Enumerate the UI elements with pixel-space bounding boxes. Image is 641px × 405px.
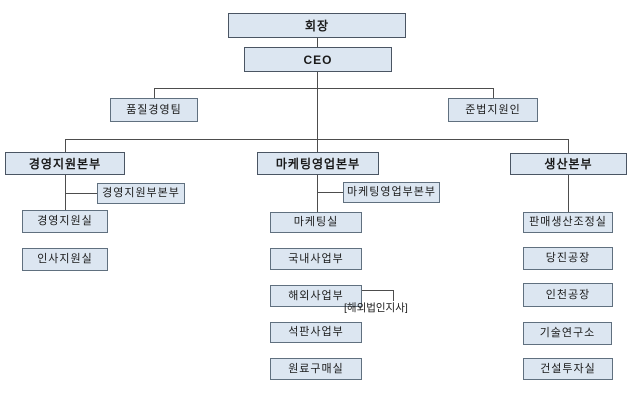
org-node-domestic-business-dept-label: 국내사업부: [288, 252, 344, 265]
org-node-mgmt-support-deputy-div: 경영지원부본부: [97, 183, 185, 204]
org-node-overseas-business-dept-label: 해외사업부: [288, 289, 344, 302]
org-node-quality-mgmt-team-label: 품질경영팀: [126, 103, 182, 116]
org-node-dangjin-plant: 당진공장: [523, 247, 613, 270]
connector-branch-marketing-deputy: [317, 192, 343, 193]
connector-ceo-trunk: [317, 72, 318, 152]
org-node-overseas-business-dept: 해외사업부: [270, 285, 362, 307]
org-node-raw-material-purchasing-office-label: 원료구매실: [288, 362, 344, 375]
connector-overseas-elbow-v: [393, 290, 394, 301]
org-node-ceo: CEO: [244, 47, 392, 72]
org-node-raw-material-purchasing-office: 원료구매실: [270, 358, 362, 380]
org-node-marketing-sales-deputy-div-label: 마케팅영업부본부: [347, 186, 436, 198]
connector-branch-mgmt-deputy: [65, 193, 97, 194]
connector-overseas-elbow-h: [362, 290, 393, 291]
connector-production-div-down: [568, 175, 569, 212]
org-node-marketing-sales-deputy-div: 마케팅영업부본부: [343, 182, 440, 203]
org-node-quality-mgmt-team: 품질경영팀: [110, 98, 198, 122]
org-node-construction-investment-office-label: 건설투자실: [540, 362, 596, 375]
org-node-sales-production-coord-office: 판매생산조정실: [523, 212, 613, 233]
org-node-production-div: 생산본부: [510, 153, 627, 175]
org-node-tech-research-institute-label: 기술연구소: [539, 327, 596, 339]
connector-drop-compliance: [493, 88, 494, 98]
connector-mgmt-div-down: [65, 175, 66, 210]
org-node-incheon-plant-label: 인천공장: [545, 288, 591, 301]
org-node-dangjin-plant-label: 당진공장: [545, 252, 591, 264]
connector-marketing-div-down: [317, 175, 318, 212]
org-node-incheon-plant: 인천공장: [523, 283, 613, 307]
org-node-mgmt-support-div-label: 경영지원본부: [28, 156, 102, 171]
org-node-compliance-officer: 준법지원인: [448, 98, 538, 122]
org-node-compliance-officer-label: 준법지원인: [465, 103, 521, 116]
org-node-chairman: 회장: [228, 13, 406, 38]
org-node-mgmt-support-office-label: 경영지원실: [37, 215, 93, 227]
org-node-hr-support-office-label: 인사지원실: [37, 253, 93, 265]
org-node-chairman-label: 회장: [304, 18, 330, 33]
org-node-mgmt-support-office: 경영지원실: [22, 210, 108, 233]
org-node-production-div-label: 생산본부: [544, 157, 593, 171]
org-node-marketing-sales-div: 마케팅영업본부: [257, 152, 379, 175]
org-node-sales-production-coord-office-label: 판매생산조정실: [529, 216, 607, 228]
connector-division-row: [65, 139, 569, 140]
org-node-tech-research-institute: 기술연구소: [523, 322, 612, 345]
connector-drop-production-div: [568, 139, 569, 153]
org-node-construction-investment-office: 건설투자실: [523, 358, 613, 380]
org-node-ceo-label: CEO: [303, 52, 333, 67]
org-node-marketing-office-label: 마케팅실: [293, 216, 339, 228]
org-node-marketing-office: 마케팅실: [270, 212, 362, 233]
connector-staff-row: [154, 88, 494, 89]
org-note-overseas-branch: [해외법인지사]: [344, 302, 408, 314]
org-node-slate-business-dept-label: 석판사업부: [288, 326, 344, 338]
org-node-domestic-business-dept: 국내사업부: [270, 248, 362, 270]
connector-chairman-ceo: [317, 38, 318, 47]
org-node-marketing-sales-div-label: 마케팅영업본부: [275, 156, 361, 171]
connector-drop-quality-team: [154, 88, 155, 98]
org-node-mgmt-support-deputy-div-label: 경영지원부본부: [102, 187, 180, 199]
org-node-hr-support-office: 인사지원실: [22, 248, 108, 271]
org-node-mgmt-support-div: 경영지원본부: [5, 152, 125, 175]
connector-drop-mgmt-div: [65, 139, 66, 152]
org-node-slate-business-dept: 석판사업부: [270, 322, 362, 343]
